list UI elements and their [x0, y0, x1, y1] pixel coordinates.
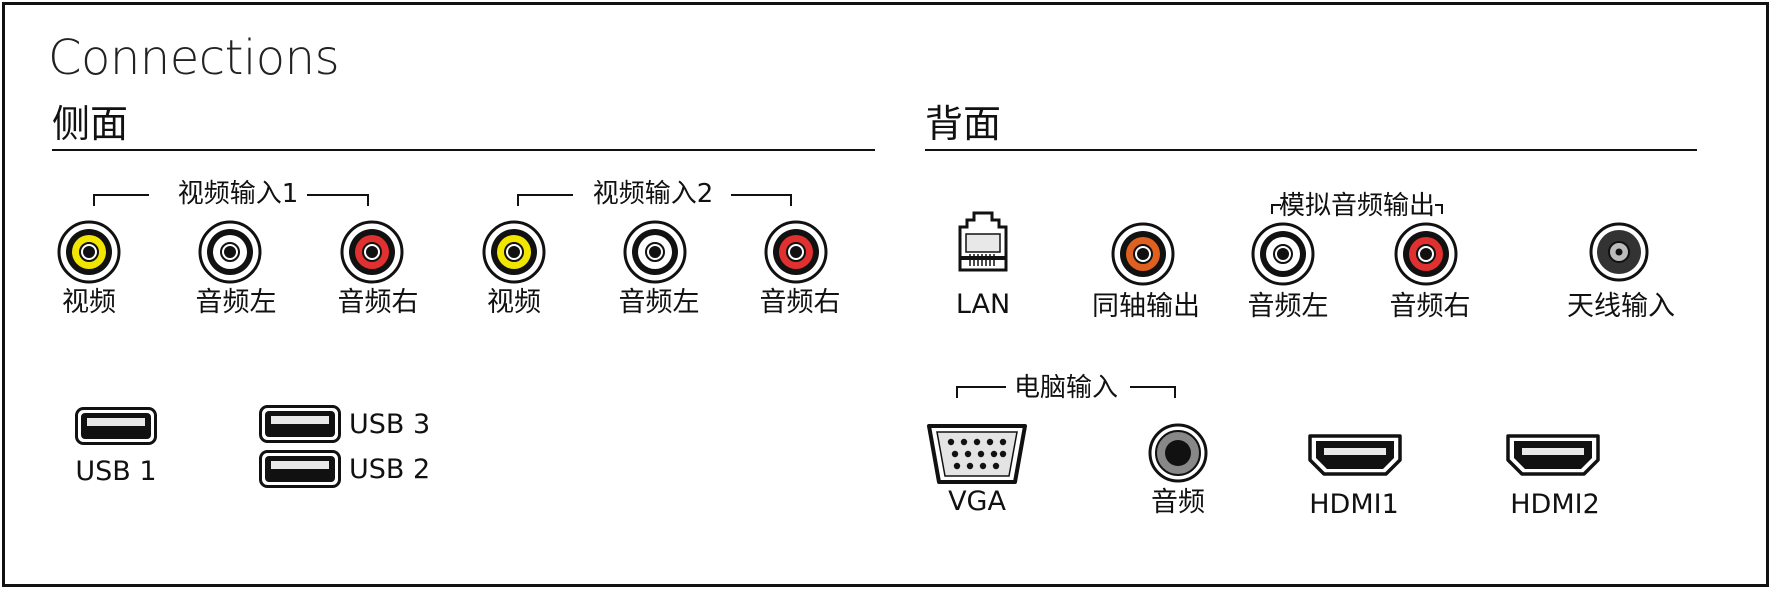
rca-jack-icon [1111, 222, 1175, 286]
rca-jack-icon [764, 220, 828, 284]
usb-port-icon [259, 405, 341, 443]
group-label-video-input-1: 视频输入1 [177, 179, 299, 209]
group-label-pc-input: 电脑输入 [1013, 373, 1119, 403]
port-label-audio-left-1: 音频左 [195, 287, 277, 318]
rca-jack-icon [1251, 222, 1315, 286]
rca-jack-icon [198, 220, 262, 284]
port-label-analog-audio-left: 音频左 [1247, 291, 1329, 322]
port-label-video-2: 视频 [487, 287, 541, 318]
rca-jack-icon [340, 220, 404, 284]
rca-jack-icon [57, 220, 121, 284]
lan-label: LAN [955, 289, 1011, 320]
antenna-jack-icon [1589, 222, 1649, 282]
usb-port-icon [259, 450, 341, 488]
rca-jack-icon [1394, 222, 1458, 286]
port-label-audio-right-2: 音频右 [759, 287, 841, 318]
vga-port-icon [927, 424, 1027, 484]
back-heading-rule [925, 149, 1697, 151]
bracket-analog-audio-output [1271, 203, 1443, 214]
port-label-video-1: 视频 [62, 287, 116, 318]
rca-jack-icon [482, 220, 546, 284]
group-label-video-input-2: 视频输入2 [592, 179, 714, 209]
rca-jack-icon [623, 220, 687, 284]
usb-1-label: USB 1 [75, 456, 157, 487]
usb-3-label: USB 3 [349, 409, 431, 440]
pc-audio-label: 音频 [1151, 487, 1205, 518]
usb-2-label: USB 2 [349, 454, 431, 485]
side-heading: 侧面 [52, 102, 129, 146]
vga-label: VGA [948, 486, 1006, 517]
audio-jack-icon [1148, 423, 1208, 483]
antenna-input-label: 天线输入 [1567, 291, 1675, 322]
hdmi1-label: HDMI1 [1309, 489, 1399, 520]
lan-port-icon [958, 211, 1008, 272]
hdmi2-label: HDMI2 [1510, 489, 1600, 520]
bracket-video-input-2 [517, 193, 792, 206]
bracket-video-input-1 [93, 193, 369, 206]
group-label-analog-audio-output: 模拟音频输出 [1278, 191, 1436, 221]
diagram-title: Connections [48, 30, 340, 86]
usb-port-icon [75, 407, 157, 445]
side-heading-rule [52, 149, 875, 151]
back-heading: 背面 [925, 102, 1002, 146]
hdmi-port-icon [1506, 434, 1600, 476]
hdmi-port-icon [1308, 434, 1402, 476]
port-label-audio-right-1: 音频右 [337, 287, 419, 318]
coax-output-label: 同轴输出 [1092, 291, 1200, 322]
port-label-analog-audio-right: 音频右 [1389, 291, 1471, 322]
bracket-pc-input [956, 385, 1176, 398]
port-label-audio-left-2: 音频左 [618, 287, 700, 318]
